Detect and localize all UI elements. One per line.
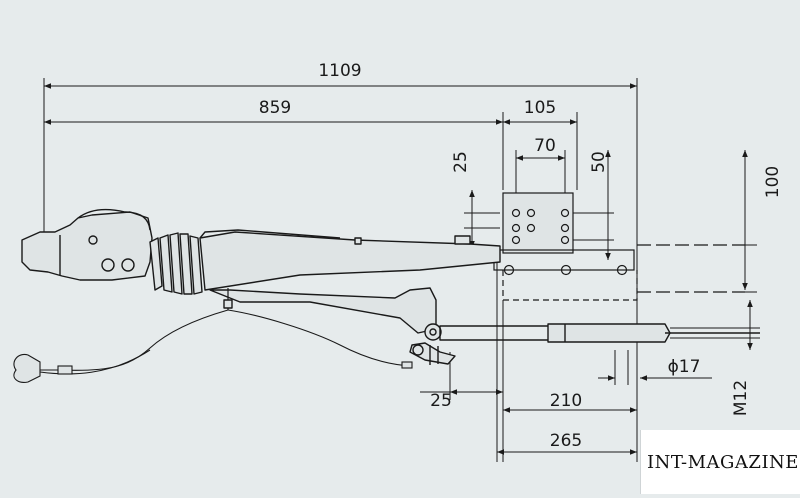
- label-100: 100: [763, 166, 783, 198]
- head-bolt: [101, 258, 115, 272]
- bolt-hole: [511, 235, 521, 245]
- label-859: 859: [259, 98, 291, 118]
- bracket-plate: [502, 192, 574, 254]
- label-phi17: ϕ17: [668, 357, 701, 377]
- bolt-hole: [560, 223, 570, 233]
- bolt-hole: [526, 223, 536, 233]
- frame-hole: [616, 264, 628, 276]
- bolt-hole: [526, 208, 536, 218]
- bracket-hidden: [502, 270, 638, 301]
- frame-hole: [503, 264, 515, 276]
- bolt-hole: [511, 223, 521, 233]
- bolt-holes: [503, 208, 628, 276]
- bellows-fold: [189, 235, 203, 295]
- bellows-fold: [159, 234, 173, 293]
- label-25-bottom: 25: [430, 391, 452, 411]
- head-bolt: [121, 258, 135, 272]
- lever-pivot: [424, 323, 442, 341]
- cable-upper: [40, 309, 229, 371]
- label-265: 265: [550, 431, 582, 451]
- mounting-bracket: [493, 192, 745, 301]
- bellows-fold: [179, 233, 193, 295]
- rod-compensator: [547, 323, 671, 343]
- brake-rod: [439, 325, 561, 341]
- dimension-lines: [43, 78, 757, 462]
- bellows-fold: [149, 237, 163, 291]
- label-210: 210: [550, 391, 582, 411]
- cable-ferrule: [57, 365, 73, 375]
- handbrake-lever: [409, 342, 456, 365]
- label-105: 105: [524, 98, 556, 118]
- drawbar-body: [199, 231, 501, 291]
- bolt-hole: [511, 208, 521, 218]
- label-m12: M12: [731, 380, 751, 416]
- brake-lever: [209, 287, 437, 334]
- breakaway-cable: [13, 309, 413, 383]
- bolt-hole: [560, 235, 570, 245]
- label-50: 50: [589, 151, 609, 173]
- bolt-hole: [560, 208, 570, 218]
- label-1109: 1109: [318, 61, 361, 81]
- coupling-assembly: [21, 208, 760, 365]
- bellows-fold: [169, 232, 183, 295]
- cable-to-lever: [227, 309, 413, 367]
- label-25-top: 25: [451, 151, 471, 173]
- watermark-label: INT-MAGAZINE: [640, 430, 800, 494]
- snap-hook: [13, 353, 41, 383]
- label-70: 70: [534, 136, 556, 156]
- frame-hole: [560, 264, 572, 276]
